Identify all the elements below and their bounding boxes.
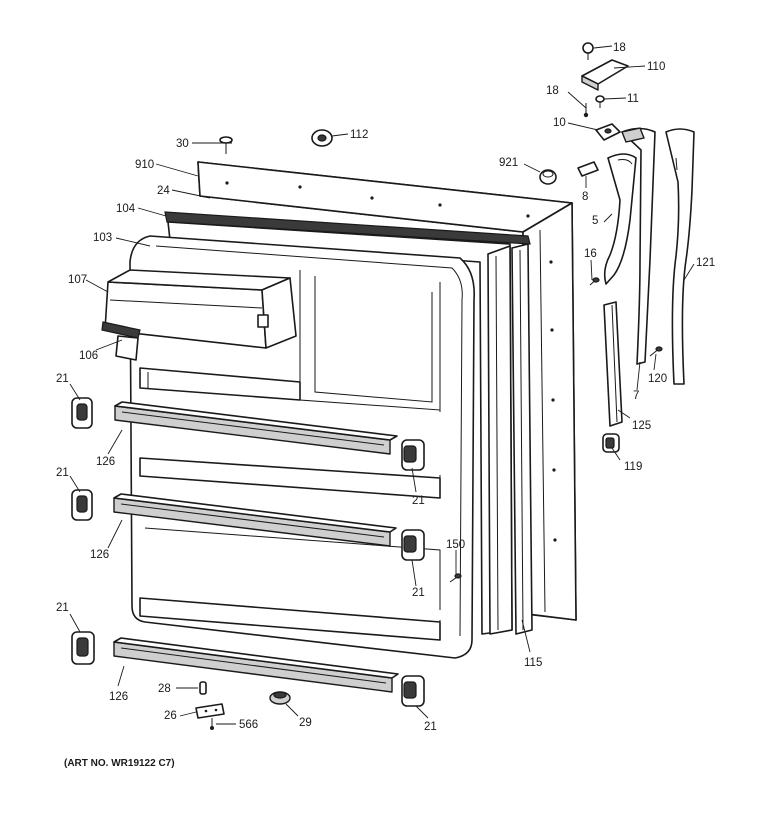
screw-18-top [582, 42, 594, 60]
callout-110: 110 [647, 61, 665, 73]
screw-120 [649, 346, 663, 357]
callout-126-upper: 126 [96, 456, 115, 468]
screw-150 [449, 573, 462, 583]
callout-121: 121 [696, 257, 715, 269]
breaker-strip-115 [511, 243, 533, 635]
callout-30: 30 [176, 138, 189, 150]
handle-7 [621, 127, 656, 365]
shelf-end-cap-21-right-lower [401, 675, 425, 707]
callout-18-lower: 18 [546, 85, 559, 97]
callout-112: 112 [350, 129, 368, 141]
bumper-29 [269, 691, 291, 705]
door-gasket-104 [164, 211, 531, 635]
callout-126-middle: 126 [90, 549, 109, 561]
dairy-hinge-106 [115, 335, 139, 361]
callout-921: 921 [499, 157, 518, 169]
callout-120: 120 [648, 373, 667, 385]
callout-8: 8 [582, 191, 588, 203]
callout-125: 125 [632, 420, 651, 432]
shelf-end-cap-21-left-middle [71, 489, 93, 521]
callout-106: 106 [79, 350, 98, 362]
callout-115: 115 [524, 657, 542, 669]
shelf-end-cap-21-left-lower [71, 631, 95, 665]
shelf-end-cap-21-right-upper [401, 439, 425, 471]
callout-21-right-lower: 21 [424, 721, 437, 733]
callout-119: 119 [624, 461, 642, 473]
handle-trim-5 [603, 153, 637, 285]
callout-104: 104 [116, 203, 136, 215]
leader-lines [69, 45, 695, 725]
callout-910: 910 [135, 159, 154, 171]
screw-30 [219, 136, 233, 154]
screw-16 [589, 277, 600, 286]
art-number: (ART NO. WR19122 C7) [64, 758, 175, 769]
pin-28 [199, 681, 207, 695]
callout-21-left-middle: 21 [56, 467, 69, 479]
callout-24: 24 [157, 185, 170, 197]
callout-18-top: 18 [613, 42, 626, 54]
callout-107: 107 [68, 274, 87, 286]
callout-16: 16 [584, 248, 597, 260]
door-shelf-126-lower [113, 637, 399, 693]
shelf-end-cap-21-right-middle [401, 529, 425, 561]
callout-103: 103 [93, 232, 112, 244]
screw-566 [210, 718, 214, 730]
plate-26 [195, 703, 225, 719]
callout-21-left-upper: 21 [56, 373, 69, 385]
callout-11: 11 [627, 93, 639, 105]
door-shelf-126-upper [114, 401, 398, 455]
callout-29: 29 [299, 717, 312, 729]
hinge-110 [581, 59, 629, 91]
bracket-8 [577, 161, 599, 177]
callout-26: 26 [164, 710, 177, 722]
callout-labels: 18 110 18 11 10 30 112 910 921 8 24 104 … [56, 42, 715, 733]
dairy-compartment-door-107 [101, 269, 297, 349]
door-shelf-126-middle [113, 493, 397, 547]
callout-126-lower: 126 [109, 691, 128, 703]
callout-21-left-lower: 21 [56, 602, 69, 614]
callout-7: 7 [633, 390, 639, 402]
handle-mount-125 [603, 301, 623, 427]
callout-28: 28 [158, 683, 171, 695]
shelf-end-cap-21-left-upper [71, 397, 93, 429]
callout-150: 150 [446, 539, 465, 551]
callout-21-right-upper: 21 [412, 495, 425, 507]
plug-button-112 [311, 129, 333, 147]
callout-21-right-middle: 21 [412, 587, 425, 599]
outer-door-910 [197, 161, 577, 621]
screw-18-lower [583, 103, 589, 118]
cap-119 [602, 433, 620, 453]
callout-566: 566 [239, 719, 258, 731]
callout-10: 10 [553, 117, 566, 129]
callout-5: 5 [592, 215, 598, 227]
hinge-pin-10 [595, 123, 621, 141]
screw-11 [595, 95, 605, 108]
plug-921 [539, 169, 557, 185]
handle-cover-121 [665, 128, 695, 385]
